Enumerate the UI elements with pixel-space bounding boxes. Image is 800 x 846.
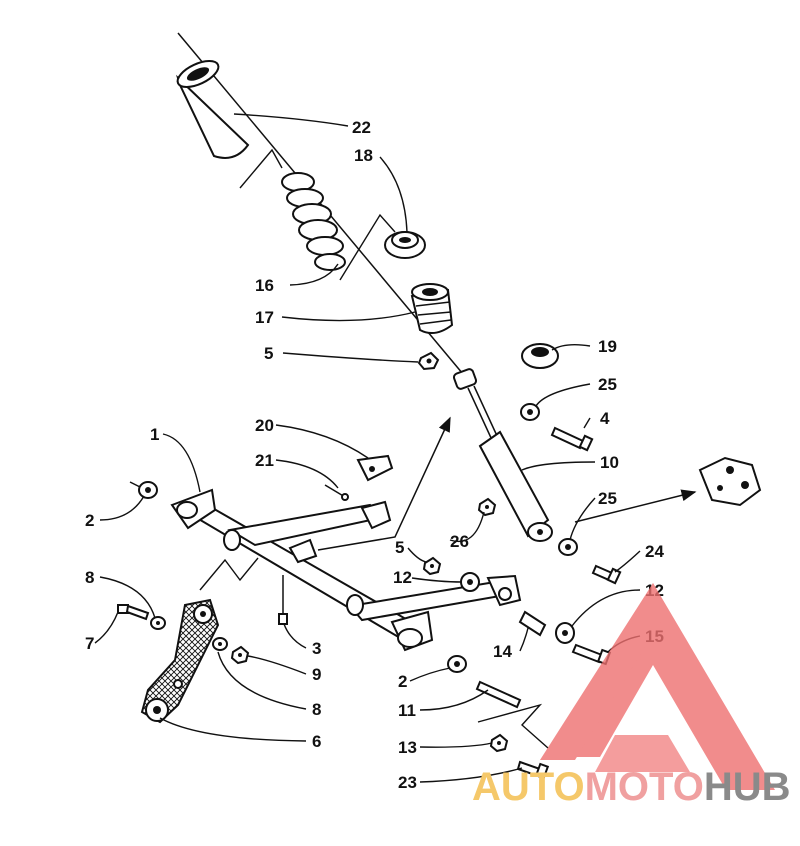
callout-9: 9	[312, 665, 321, 684]
callout-25-lower: 25	[598, 489, 617, 508]
callout-3: 3	[312, 639, 321, 658]
bushing-part-lower	[558, 538, 578, 556]
bumper-part	[410, 283, 454, 335]
callout-11: 11	[398, 701, 416, 720]
nut-part-upper	[417, 351, 440, 371]
callout-23: 23	[398, 773, 417, 792]
bracket-cap-part	[356, 454, 394, 482]
arrow-to-shock	[317, 416, 451, 551]
watermark-moto: MOTO	[585, 765, 704, 809]
watermark-auto: AUTO	[472, 765, 585, 809]
watermark-text: AUTOMOTOHUB	[472, 765, 791, 809]
callout-21: 21	[255, 451, 274, 470]
shaft-part-11	[475, 680, 522, 709]
callout-1: 1	[150, 425, 159, 444]
callout-20: 20	[255, 416, 274, 435]
leader-lines	[94, 113, 641, 783]
dust-boot-part	[176, 60, 250, 159]
callout-18: 18	[354, 146, 373, 165]
callout-14: 14	[493, 642, 512, 661]
spring-part	[281, 172, 346, 271]
watermark-triangle-icon	[565, 583, 775, 790]
callout-7: 7	[85, 634, 94, 653]
watermark-logo	[540, 583, 775, 790]
callout-26: 26	[450, 532, 469, 551]
a-arm-part	[170, 488, 522, 652]
callout-12-left: 12	[393, 568, 412, 587]
parts-layer	[117, 32, 762, 780]
bolt-part-24	[591, 564, 622, 585]
zigzag-connector-4	[477, 703, 549, 749]
chassis-bracket-part	[698, 456, 762, 507]
callout-8-upper: 8	[85, 568, 94, 587]
zigzag-connector-3	[199, 557, 259, 591]
callout-4: 4	[600, 409, 610, 428]
bushing-part-12a	[460, 572, 480, 592]
bolt-part-7	[117, 604, 150, 621]
callout-13: 13	[398, 738, 417, 757]
nut-part-9	[230, 645, 250, 665]
bushing-part-upper	[520, 403, 540, 421]
shock-absorber-part	[452, 368, 553, 542]
callout-6: 6	[312, 732, 321, 751]
callout-25-upper: 25	[598, 375, 617, 394]
nut-part-lower	[422, 556, 442, 576]
sleeve-part-14	[518, 610, 547, 637]
bushing-part-left	[129, 481, 158, 499]
bolt-part-4	[550, 426, 594, 452]
callout-17: 17	[255, 308, 274, 327]
arrow-to-bracket	[574, 489, 697, 523]
callout-24: 24	[645, 542, 664, 561]
watermark-hub: HUB	[704, 765, 791, 809]
callout-19: 19	[598, 337, 617, 356]
callout-22: 22	[352, 118, 371, 137]
bump-cup-part	[521, 343, 559, 369]
grease-fitting-part	[278, 575, 288, 625]
washer-part-8a	[150, 616, 166, 630]
nut-part-13	[489, 733, 509, 753]
spring-seat-part	[384, 231, 426, 259]
bolt-part-23	[516, 760, 550, 780]
callout-5-upper: 5	[264, 344, 273, 363]
callout-10: 10	[600, 453, 619, 472]
steering-arm-part	[140, 598, 220, 724]
bushing-part-2b	[447, 655, 467, 673]
zigzag-connector-2	[339, 213, 396, 281]
callout-2-right: 2	[398, 672, 407, 691]
nut-part-26	[477, 497, 497, 517]
washer-part-8b	[212, 637, 228, 651]
callout-16: 16	[255, 276, 274, 295]
callout-5-lower: 5	[395, 538, 404, 557]
callout-8-lower: 8	[312, 700, 321, 719]
callout-2-left: 2	[85, 511, 94, 530]
zigzag-connector-1	[239, 148, 283, 189]
bushing-part-12b	[555, 622, 575, 644]
